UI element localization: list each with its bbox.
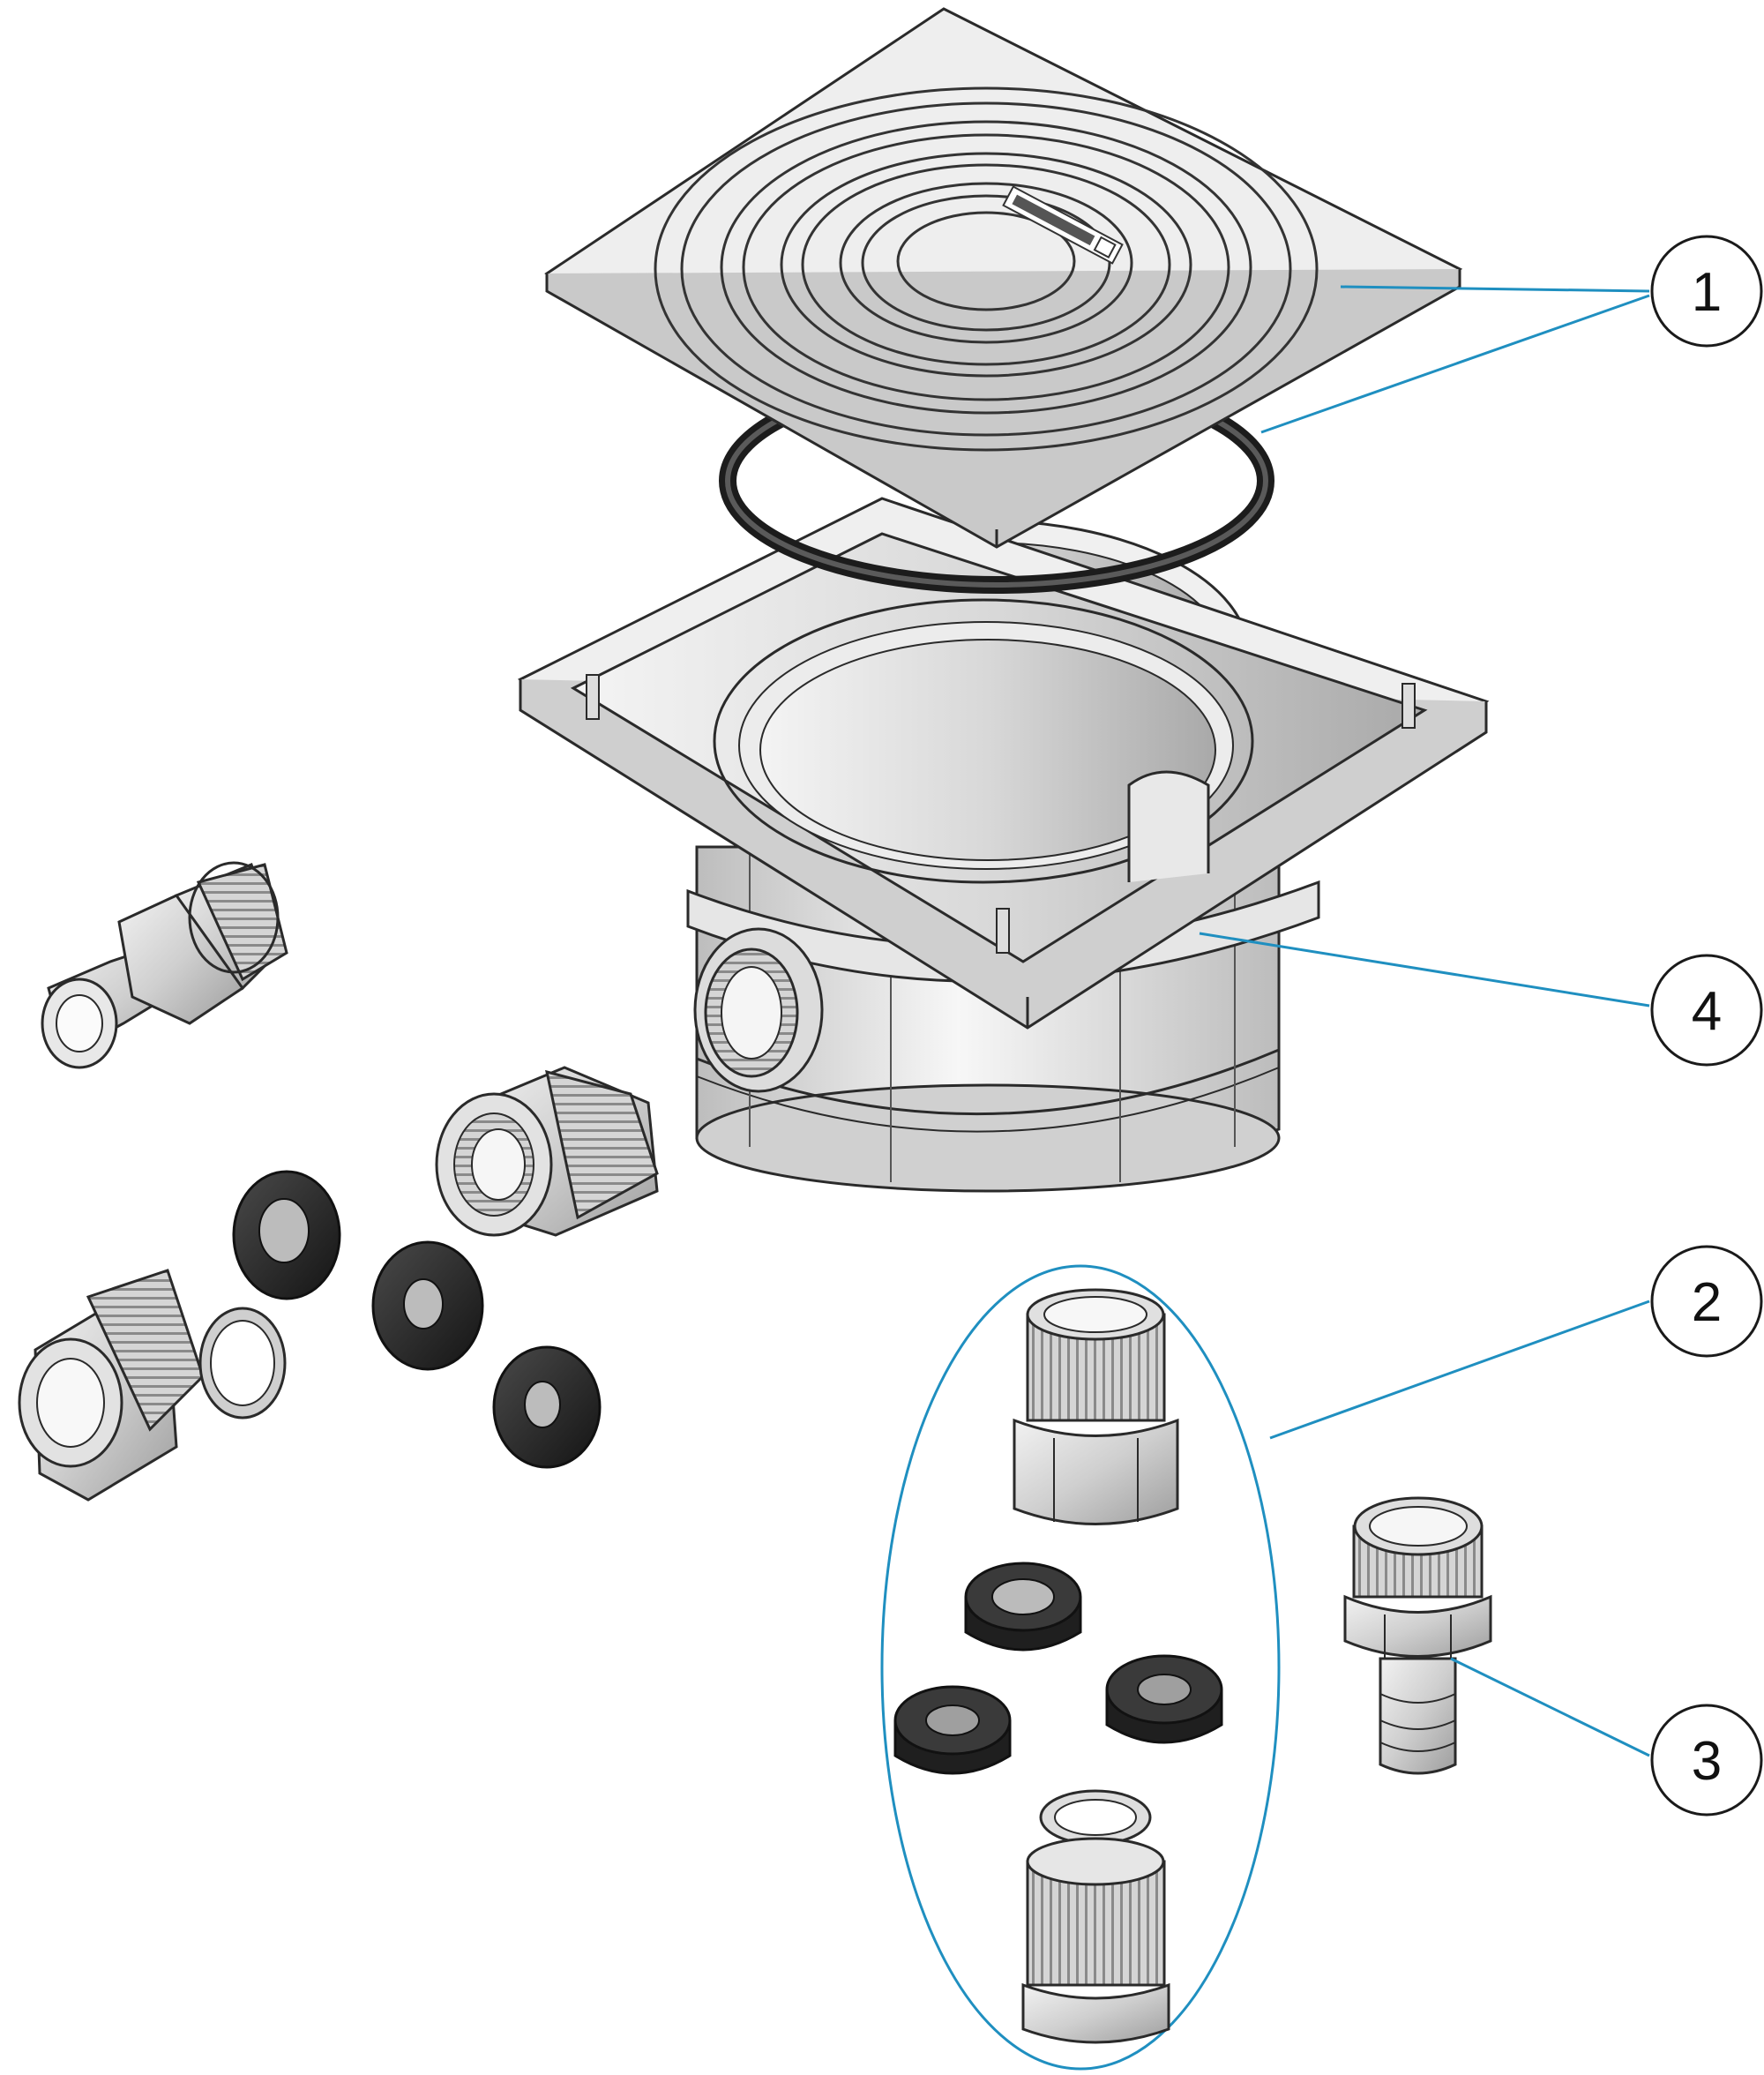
kit-oval-outline bbox=[880, 1264, 1281, 2071]
callout-2: 2 bbox=[1650, 1245, 1763, 1358]
leader-3 bbox=[1450, 1657, 1650, 1757]
leader-1-oring bbox=[1260, 294, 1650, 434]
callout-3-number: 3 bbox=[1692, 1731, 1722, 1792]
kit-gasket-2 bbox=[893, 1685, 1012, 1775]
leader-1-plate bbox=[1340, 285, 1650, 293]
callout-4: 4 bbox=[1650, 954, 1763, 1067]
gasket-loose-2 bbox=[371, 1240, 484, 1371]
leader-4 bbox=[1199, 932, 1650, 1008]
callout-2-number: 2 bbox=[1692, 1272, 1722, 1333]
kit-threaded-nipple bbox=[1021, 1789, 1170, 2044]
drain-body bbox=[517, 497, 1490, 1193]
union-nut bbox=[435, 1066, 659, 1237]
leader-lines bbox=[1199, 285, 1650, 1757]
kit-gasket-1 bbox=[964, 1562, 1082, 1652]
callout-1: 1 bbox=[1650, 235, 1763, 348]
callout-1-number: 1 bbox=[1692, 262, 1722, 323]
threaded-nipple bbox=[18, 1269, 205, 1502]
callout-3: 3 bbox=[1650, 1704, 1763, 1817]
concentric-grooves bbox=[654, 86, 1319, 452]
gasket-loose-1 bbox=[232, 1170, 341, 1300]
fitting-kit-group bbox=[880, 1264, 1281, 2071]
cover-plate bbox=[544, 7, 1463, 549]
kit-adapter bbox=[1013, 1288, 1179, 1525]
hose-connector bbox=[41, 861, 288, 1069]
gasket-loose-3 bbox=[492, 1345, 602, 1469]
kit-gasket-3 bbox=[1105, 1654, 1223, 1744]
hose-adapter bbox=[1343, 1496, 1492, 1775]
side-inlet-port bbox=[693, 927, 824, 1093]
leader-2 bbox=[1269, 1300, 1650, 1440]
washer-loose bbox=[198, 1307, 287, 1420]
callout-4-number: 4 bbox=[1692, 981, 1722, 1042]
brand-logo-plate bbox=[1002, 185, 1124, 265]
